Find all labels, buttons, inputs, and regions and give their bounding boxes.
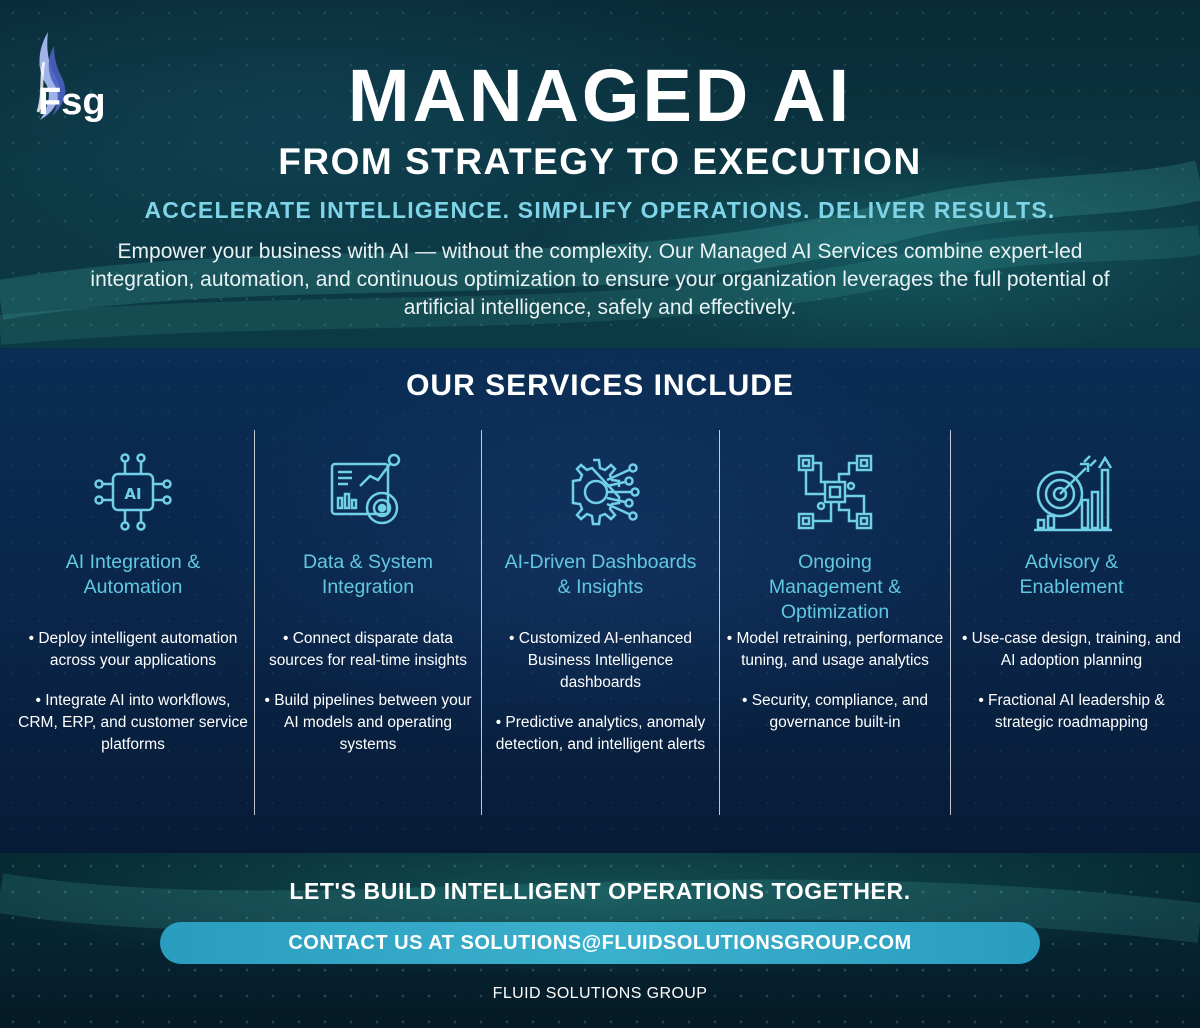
data-dashboard-icon bbox=[330, 453, 401, 525]
service-title-line: Integration bbox=[321, 576, 415, 598]
call-to-action: LET'S BUILD INTELLIGENT OPERATIONS TOGET… bbox=[289, 878, 911, 904]
service-title: AI Integration & Automation bbox=[18, 550, 248, 628]
service-title: Advisory & Enablement bbox=[957, 550, 1186, 628]
contact-us-label: CONTACT US AT SOLUTIONS@FLUIDSOLUTIONSGR… bbox=[288, 931, 912, 954]
service-bullet: • Customized AI-enhanced Business Intell… bbox=[509, 630, 692, 691]
service-bullet: • Model retraining, performance tuning, … bbox=[726, 630, 944, 669]
fsg-logo-flame-icon bbox=[36, 32, 66, 120]
page-subtitle: FROM STRATEGY TO EXECUTION bbox=[278, 141, 922, 182]
service-title-line: Ongoing bbox=[798, 551, 872, 573]
tagline: ACCELERATE INTELLIGENCE. SIMPLIFY OPERAT… bbox=[144, 197, 1056, 223]
service-title-line: Management & bbox=[768, 576, 902, 598]
circuit-network-icon bbox=[797, 454, 873, 530]
svg-text:AI: AI bbox=[124, 485, 141, 503]
services-columns: AI AI Integration & Automation • Deploy … bbox=[12, 430, 1192, 815]
service-bullet: • Build pipelines between your AI models… bbox=[264, 692, 472, 753]
service-title: AI-Driven Dashboards & Insights bbox=[488, 550, 713, 628]
service-title-line: AI Integration & bbox=[65, 551, 201, 573]
service-title-line: Advisory & bbox=[1024, 551, 1119, 573]
ai-chip-icon: AI bbox=[94, 453, 172, 531]
service-column-ai-integration: AI AI Integration & Automation • Deploy … bbox=[12, 430, 254, 815]
fsg-logo-text: Fsg bbox=[38, 81, 106, 123]
service-title-line: AI-Driven Dashboards bbox=[504, 551, 697, 573]
service-title-line: Data & System bbox=[302, 551, 434, 573]
gear-circuit-icon bbox=[571, 458, 640, 526]
service-title: Ongoing Management & Optimization bbox=[726, 550, 944, 628]
service-bullet: • Fractional AI leadership & strategic r… bbox=[978, 692, 1165, 731]
service-column-advisory: Advisory & Enablement • Use-case design,… bbox=[950, 430, 1192, 815]
service-bullet: • Security, compliance, and governance b… bbox=[741, 692, 929, 731]
intro-paragraph: Empower your business with AI — without … bbox=[90, 240, 1110, 319]
contact-us-button[interactable]: CONTACT US AT SOLUTIONS@FLUIDSOLUTIONSGR… bbox=[160, 922, 1040, 964]
target-growth-icon bbox=[1033, 455, 1112, 532]
services-heading: OUR SERVICES INCLUDE bbox=[406, 369, 794, 402]
service-title-line: Optimization bbox=[780, 601, 890, 623]
service-title: Data & System Integration bbox=[261, 550, 475, 628]
service-column-management: Ongoing Management & Optimization • Mode… bbox=[719, 430, 950, 815]
service-title-line: Automation bbox=[83, 576, 183, 598]
service-bullet: • Use-case design, training, and AI adop… bbox=[961, 630, 1182, 669]
service-title-line: Enablement bbox=[1019, 576, 1124, 598]
service-column-dashboards: AI-Driven Dashboards & Insights • Custom… bbox=[481, 430, 719, 815]
service-bullet: • Predictive analytics, anomaly detectio… bbox=[495, 714, 706, 753]
service-column-data-integration: Data & System Integration • Connect disp… bbox=[254, 430, 481, 815]
company-name: FLUID SOLUTIONS GROUP bbox=[492, 985, 708, 1002]
service-bullet: • Deploy intelligent automation across y… bbox=[28, 630, 238, 669]
service-bullet: • Connect disparate data sources for rea… bbox=[268, 630, 468, 669]
page-title: MANAGED AI bbox=[347, 54, 853, 137]
service-title-line: & Insights bbox=[557, 576, 644, 598]
services-background bbox=[0, 348, 1200, 853]
header-background bbox=[0, 0, 1200, 348]
service-bullet: • Integrate AI into workflows, CRM, ERP,… bbox=[18, 692, 248, 753]
